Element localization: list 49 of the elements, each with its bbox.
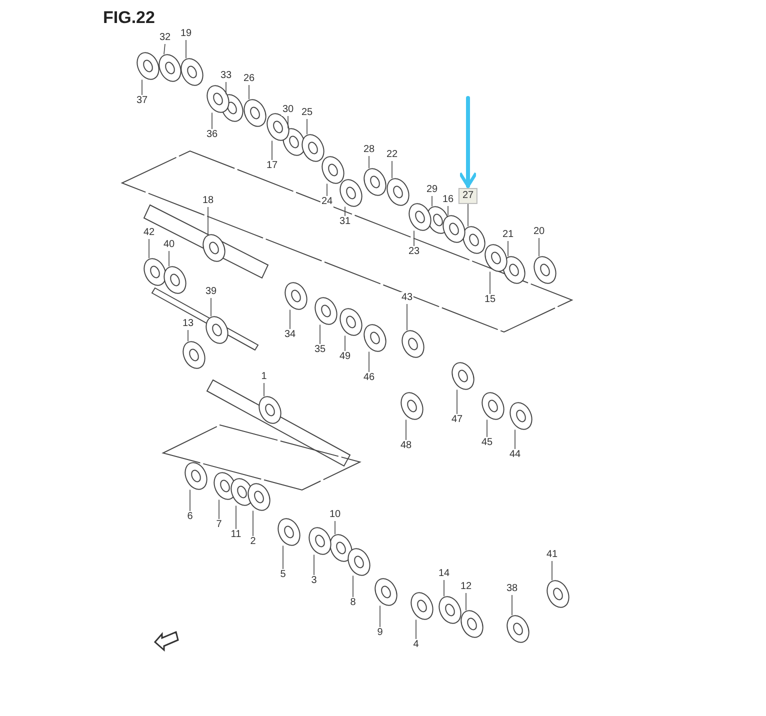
callout-number: 29 bbox=[425, 184, 439, 196]
pointer-arrow bbox=[458, 96, 478, 188]
leader-line bbox=[352, 576, 354, 598]
callout-number: 18 bbox=[201, 195, 215, 207]
leader-line bbox=[306, 118, 308, 134]
leader-line bbox=[406, 304, 408, 330]
callout-number: 33 bbox=[219, 70, 233, 82]
leader-line bbox=[210, 298, 212, 316]
leader-line bbox=[456, 390, 458, 414]
leader-line bbox=[486, 420, 488, 438]
callout-number: 27 bbox=[458, 188, 478, 204]
callout-number: 26 bbox=[242, 73, 256, 85]
leader-line bbox=[514, 430, 516, 450]
leader-line bbox=[538, 238, 540, 256]
leader-line bbox=[168, 250, 170, 266]
figure-title: FIG.22 bbox=[103, 8, 155, 28]
callout-number: 25 bbox=[300, 107, 314, 119]
callout-number: 20 bbox=[532, 226, 546, 238]
callout-number: 41 bbox=[545, 549, 559, 561]
leader-line bbox=[218, 500, 220, 520]
leader-line bbox=[248, 84, 250, 100]
callout-number: 43 bbox=[400, 292, 414, 304]
callout-number: 16 bbox=[441, 194, 455, 206]
leader-line bbox=[334, 520, 336, 534]
callout-number: 42 bbox=[142, 227, 156, 239]
callout-number: 28 bbox=[362, 144, 376, 156]
callout-number: 19 bbox=[179, 28, 193, 40]
leader-line bbox=[148, 238, 150, 258]
leader-line bbox=[368, 352, 370, 372]
callout-number: 21 bbox=[501, 229, 515, 241]
leader-line bbox=[252, 510, 254, 536]
callout-number: 14 bbox=[437, 568, 451, 580]
callout-number: 12 bbox=[459, 581, 473, 593]
leader-line bbox=[164, 44, 166, 54]
callout-number: 22 bbox=[385, 149, 399, 161]
callout-number: 40 bbox=[162, 239, 176, 251]
callout-number: 13 bbox=[181, 318, 195, 330]
callout-number: 1 bbox=[260, 371, 268, 383]
leader-line bbox=[326, 184, 328, 196]
callout-number: 32 bbox=[158, 32, 172, 44]
callout-number: 10 bbox=[328, 509, 342, 521]
leader-line bbox=[368, 156, 370, 168]
callout-number: 24 bbox=[320, 196, 334, 208]
leader-line bbox=[344, 336, 346, 352]
callout-number: 38 bbox=[505, 583, 519, 595]
leader-line bbox=[344, 206, 346, 216]
callout-number: 39 bbox=[204, 286, 218, 298]
callout-number: 30 bbox=[281, 104, 295, 116]
leader-line bbox=[282, 546, 284, 570]
